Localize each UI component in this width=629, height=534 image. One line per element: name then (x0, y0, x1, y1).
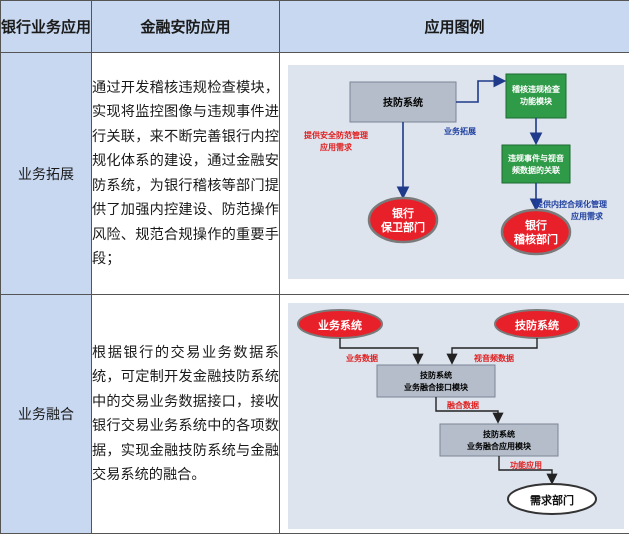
audit-module-label-1: 稽核违规检查 (512, 84, 561, 94)
diagram-business-expansion: 技防系统 稽核违规检查 功能模块 违规事件与视音 频数据的关联 提供安全防范管理… (280, 53, 629, 295)
event-link-label-2: 频数据的关联 (512, 165, 560, 175)
diagram-business-fusion: 业务系统 技防系统 业务数据 视音频数据 技防系统 业务融合接口模块 融合数据 … (280, 295, 629, 534)
audit-dept-label-1: 银行 (525, 218, 547, 232)
label-fused-data: 融合数据 (447, 400, 479, 410)
diagram-canvas: 技防系统 稽核违规检查 功能模块 违规事件与视音 频数据的关联 提供安全防范管理… (280, 53, 629, 294)
guard-dept-label-2: 保卫部门 (380, 220, 425, 234)
guard-dept-label-1: 银行 (392, 206, 414, 220)
label-security-need-2: 应用需求 (320, 142, 353, 152)
bank-audit-dept-ellipse (502, 210, 570, 254)
fusion-interface-label-2: 业务融合接口模块 (404, 382, 469, 392)
tech-system-label: 技防系统 (383, 96, 423, 109)
bank-guard-dept-ellipse (369, 198, 437, 242)
fusion-application-box (440, 424, 558, 456)
label-business-expansion: 业务拓展 (444, 126, 476, 136)
fusion-application-label-2: 业务融合应用模块 (467, 441, 532, 451)
header-row: 银行业务应用 金融安防应用 应用图例 (1, 1, 629, 53)
audit-module-box (506, 74, 566, 118)
row-description: 通过开发稽核违规检查模块，实现将监控图像与违规事件进行关联，来不断完善银行内控规… (92, 53, 280, 295)
label-business-data: 业务数据 (346, 353, 378, 363)
audit-dept-label-2: 稽核部门 (514, 232, 558, 246)
event-link-label-1: 违规事件与视音 (508, 153, 564, 163)
label-compliance-need-2: 应用需求 (571, 211, 604, 221)
table-row: 业务融合 根据银行的交易业务数据系统，可定制开发金融技防系统中的交易业务数据接口… (1, 295, 629, 534)
label-function-application: 功能应用 (510, 460, 542, 470)
tech-system-ellipse-label: 技防系统 (515, 318, 559, 332)
fusion-interface-label-1: 技防系统 (420, 370, 452, 380)
row-description: 根据银行的交易业务数据系统，可定制开发金融技防系统中的交易业务数据接口，接收银行… (92, 295, 280, 534)
header-security-application: 金融安防应用 (92, 1, 280, 53)
label-av-data: 视音频数据 (474, 353, 514, 363)
fusion-interface-box (377, 365, 495, 397)
table-row: 业务拓展 通过开发稽核违规检查模块，实现将监控图像与违规事件进行关联，来不断完善… (1, 53, 629, 295)
fusion-application-label-1: 技防系统 (483, 429, 515, 439)
label-security-need-1: 提供安全防范管理 (304, 130, 368, 140)
row-category: 业务拓展 (1, 53, 92, 295)
event-link-box (502, 145, 570, 183)
business-system-label: 业务系统 (318, 318, 362, 332)
label-compliance-need-1: 提供内控合规化管理 (535, 199, 607, 209)
audit-module-label-2: 功能模块 (520, 96, 553, 106)
diagram-canvas: 业务系统 技防系统 业务数据 视音频数据 技防系统 业务融合接口模块 融合数据 … (280, 295, 629, 533)
header-application-illustration: 应用图例 (280, 1, 629, 53)
header-business-application: 银行业务应用 (1, 1, 92, 53)
demand-dept-label: 需求部门 (530, 493, 574, 507)
row-category: 业务融合 (1, 295, 92, 534)
